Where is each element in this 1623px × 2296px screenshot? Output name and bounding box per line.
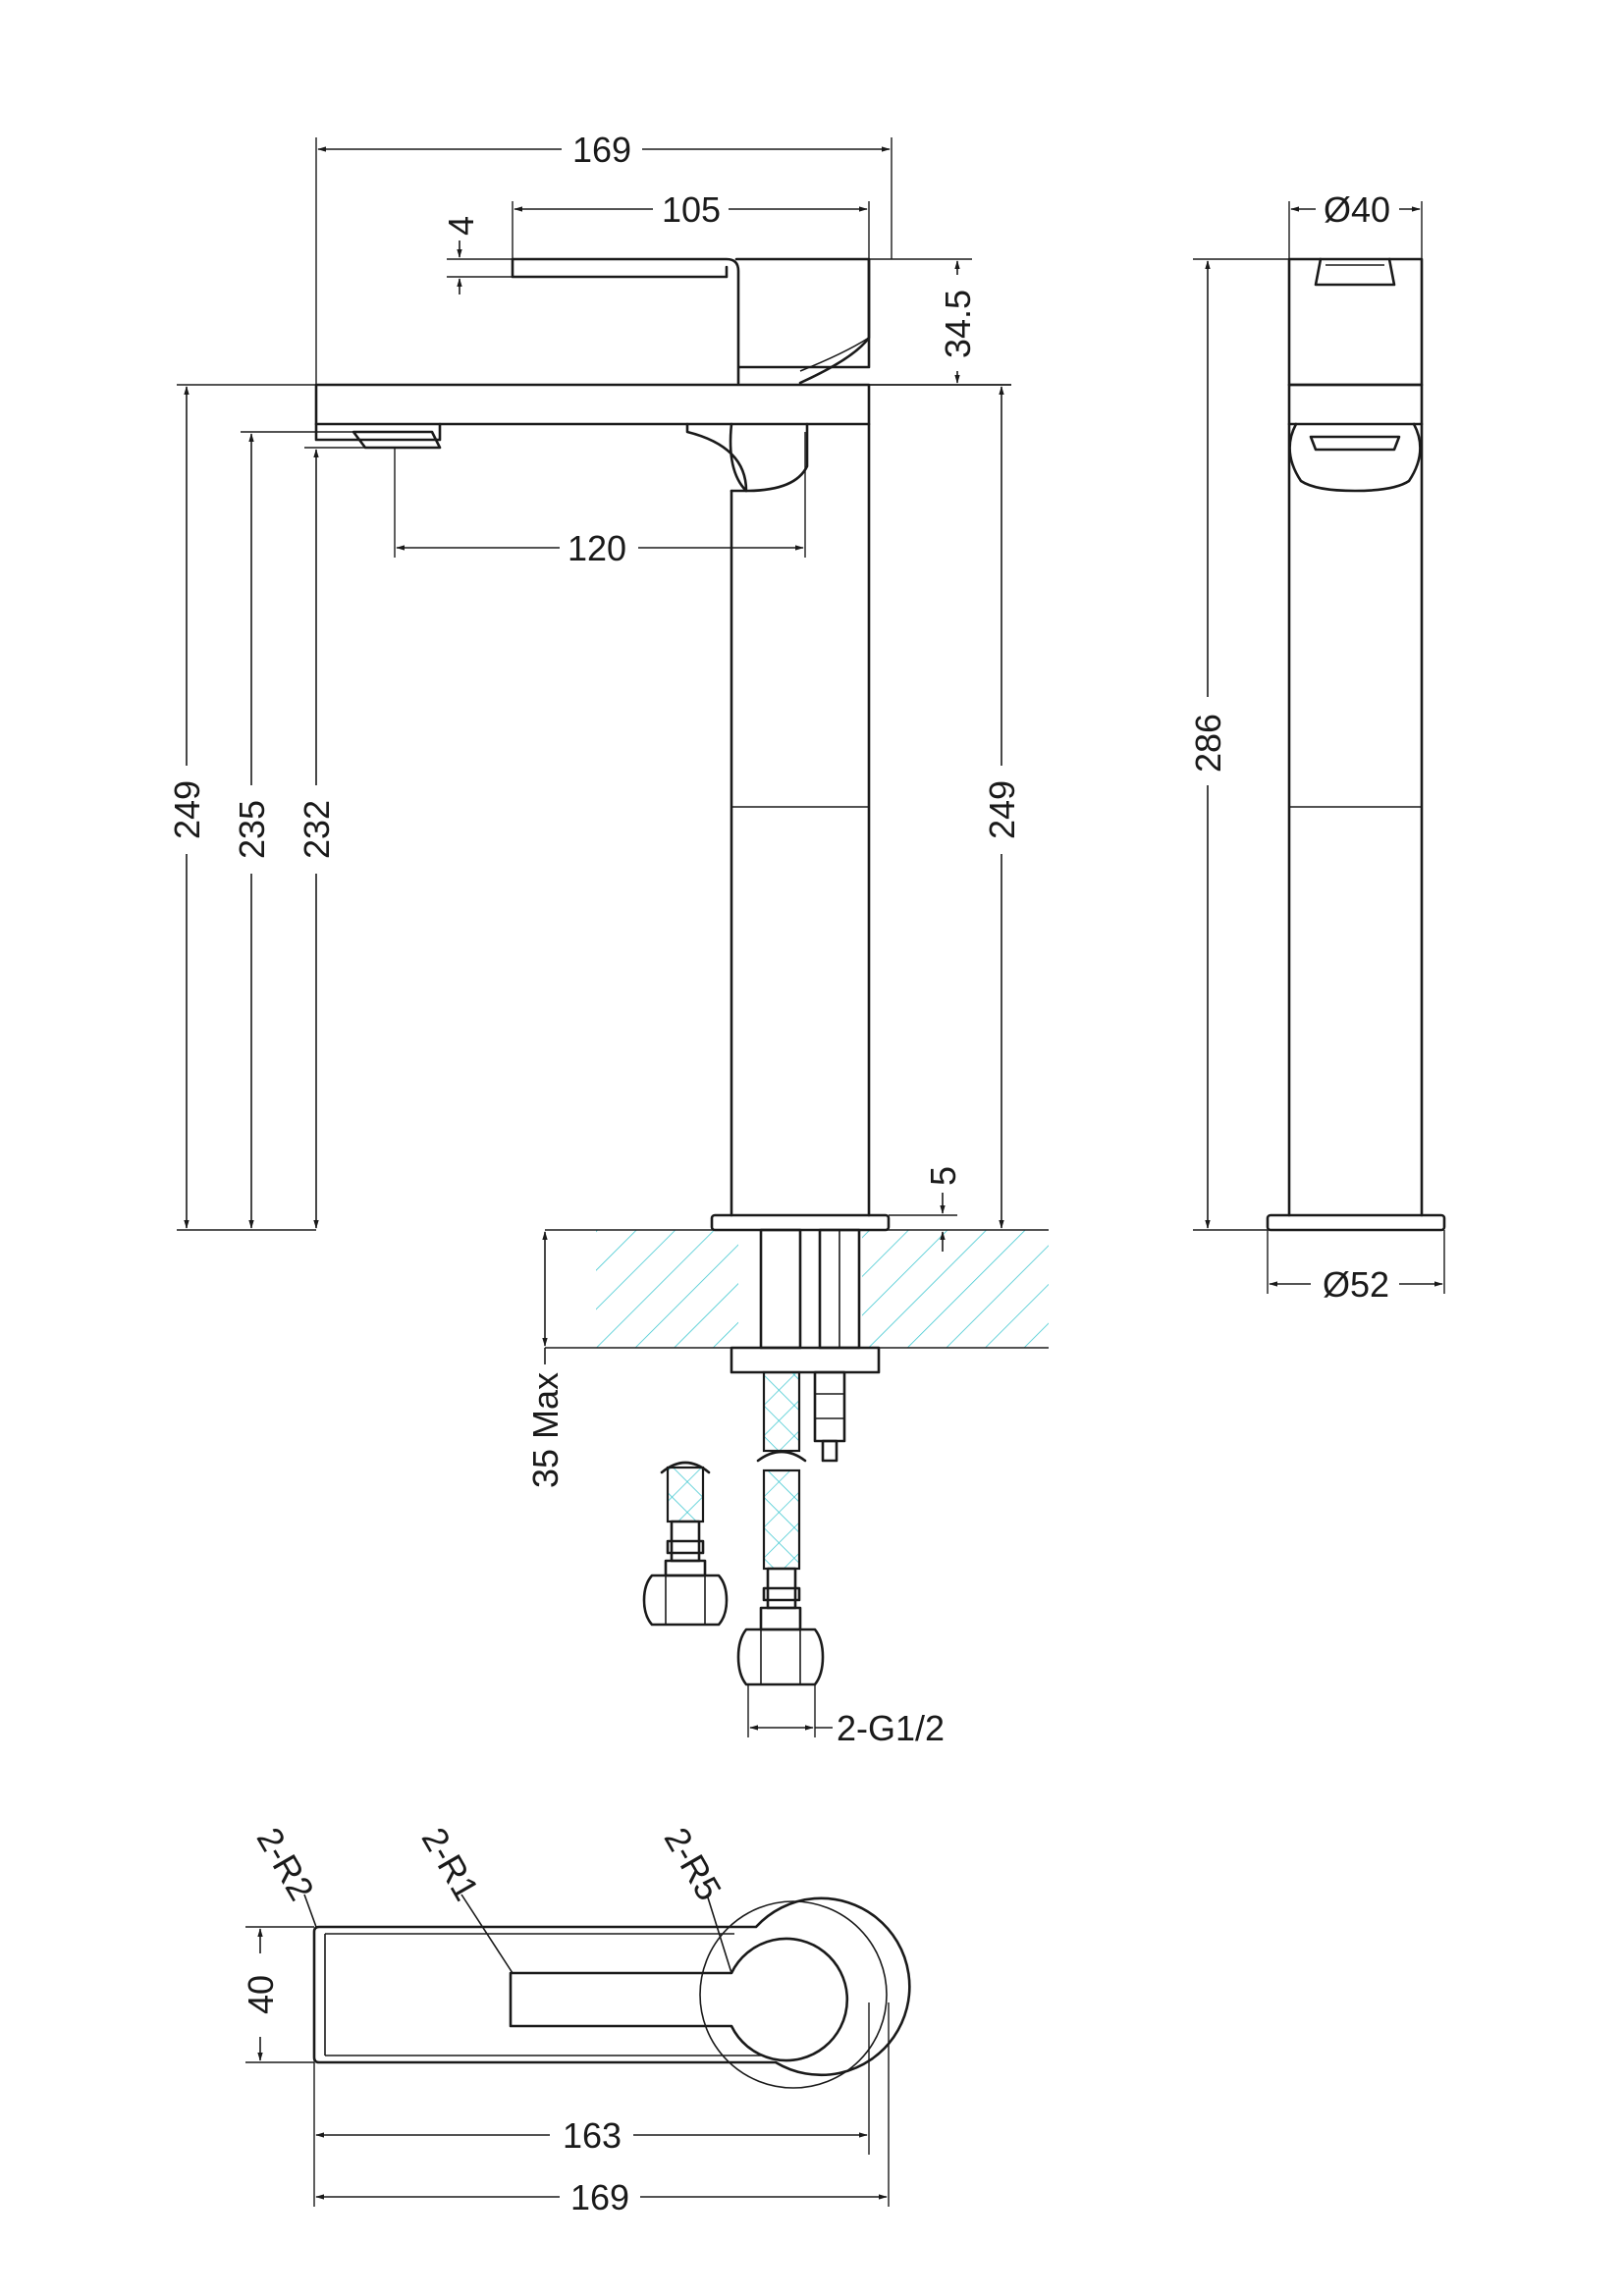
plan-lever-slot <box>509 1937 849 2062</box>
worktop-left <box>596 1230 738 1348</box>
dim-radius-outer: 2-R5 <box>657 1821 730 1907</box>
dim-height-right: 249 <box>982 780 1022 839</box>
worktop-right <box>862 1230 1049 1348</box>
flexible-hose <box>762 1370 801 1453</box>
dim-height-spout-outlet: 235 <box>232 800 272 859</box>
spout-outlet <box>314 422 442 450</box>
backnut-plate <box>730 1346 881 1374</box>
shank <box>759 1228 802 1350</box>
dim-overall-width: 169 <box>572 130 631 170</box>
dim-radius-left: 2-R2 <box>249 1821 323 1907</box>
dim-handle-height: 34.5 <box>938 290 978 358</box>
tap-body-column <box>730 422 871 1217</box>
dim-plan-width: 40 <box>241 1975 281 2014</box>
tap-base-plate <box>710 1213 891 1232</box>
dim-connection: 2-G1/2 <box>837 1708 945 1748</box>
dim-overall-length: 169 <box>570 2177 629 2217</box>
side-handle <box>1287 257 1424 387</box>
dim-handle-gap: 4 <box>441 216 481 236</box>
dim-height-top: 249 <box>167 780 207 839</box>
side-body-band <box>1287 383 1424 426</box>
dim-spout-reach: 120 <box>568 528 626 568</box>
dim-handle-length: 105 <box>662 189 721 230</box>
tap-body-top <box>314 383 871 426</box>
plan-spout-outline <box>312 1896 911 2077</box>
dim-base-plate: 5 <box>923 1166 963 1186</box>
hose-nut-right <box>736 1628 825 1686</box>
side-base <box>1266 1213 1446 1232</box>
dim-top-diameter: Ø40 <box>1324 189 1390 230</box>
side-body-column <box>1287 422 1424 1217</box>
front-view: 169 105 4 34.5 120 249 23 <box>167 130 1049 1748</box>
lever-handle <box>511 257 871 385</box>
dim-height-spout-tip: 232 <box>297 800 337 859</box>
dim-deck-thickness: 35 Max <box>525 1372 566 1488</box>
side-spout-outlet <box>1288 422 1422 493</box>
dim-base-diameter: Ø52 <box>1323 1264 1389 1305</box>
side-view: Ø40 286 Ø52 <box>1188 189 1446 1305</box>
dim-overall-height: 286 <box>1188 714 1228 773</box>
dim-radius-inner: 2-R1 <box>414 1821 488 1907</box>
hose-nut-left <box>642 1574 729 1627</box>
dim-spout-length: 163 <box>563 2115 622 2156</box>
plan-view: 2-R2 2-R1 2-R5 40 163 169 <box>241 1821 911 2217</box>
